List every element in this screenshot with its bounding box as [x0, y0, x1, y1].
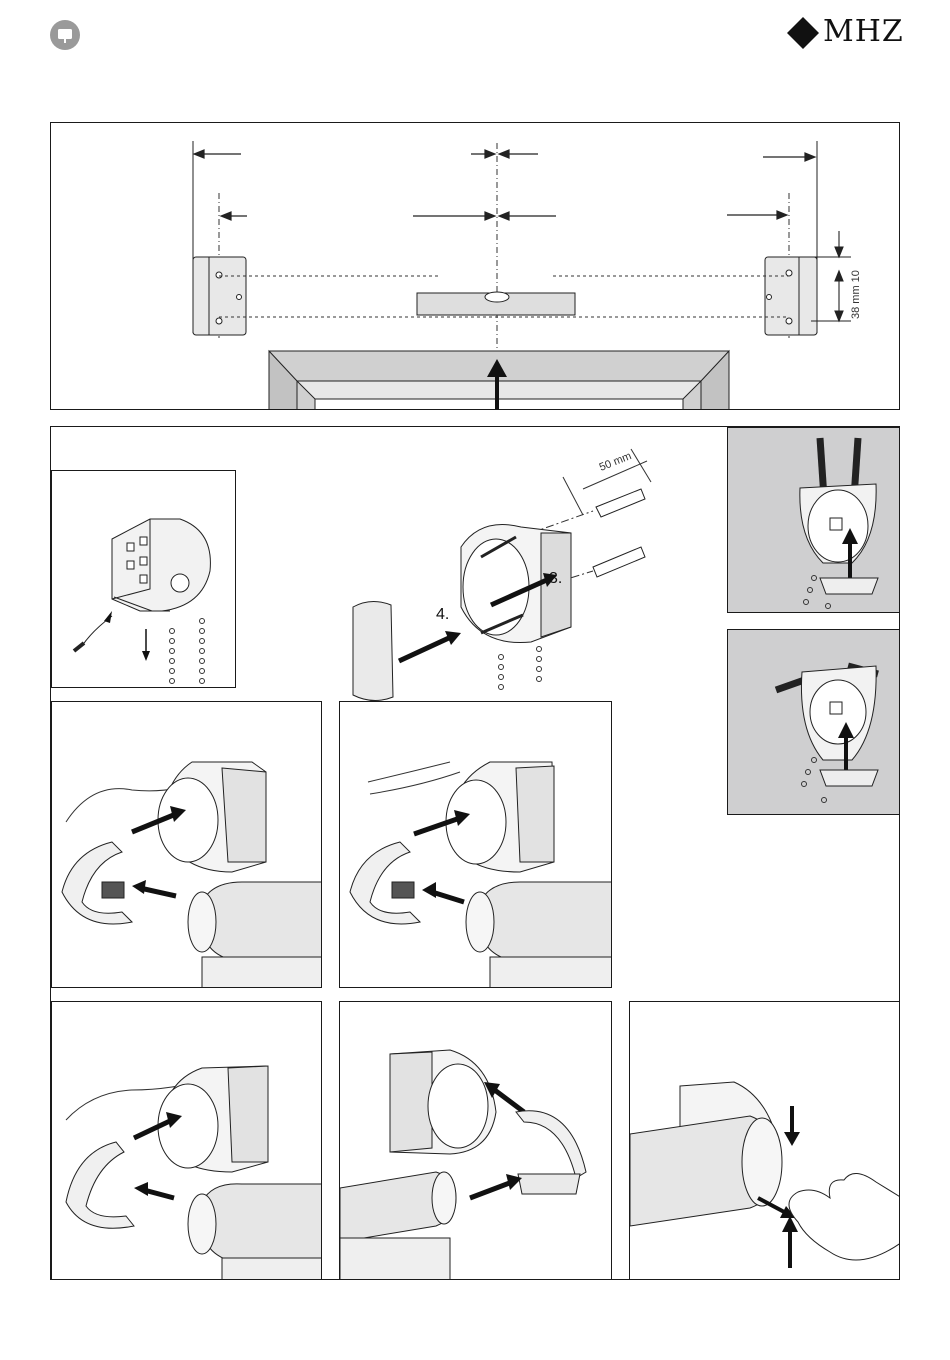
step-4-label: 4. — [436, 606, 449, 623]
motor-attach-panel-2 — [339, 701, 612, 988]
monitor-icon — [50, 20, 80, 50]
step-3-label: 3. — [549, 570, 562, 587]
release-clip-panel — [629, 1001, 900, 1280]
clip-attach-panel-1 — [51, 1001, 322, 1280]
chain-control-inset — [51, 470, 236, 688]
page-badge — [50, 20, 80, 50]
clip-attach-panel-2 — [339, 1001, 612, 1280]
diamond-icon — [786, 16, 820, 50]
bracket-mount-diagram: 50 mm 3. 4. — [331, 437, 691, 707]
motor-attach-panel-1 — [51, 701, 322, 988]
wall-mount-inset — [727, 629, 900, 815]
plug-depth-label: 50 mm — [598, 450, 634, 474]
measurement-diagram: 38 mm 10 — [51, 123, 900, 410]
brand-logo: MHZ — [823, 14, 904, 49]
vertical-dimension-label: 38 mm 10 — [850, 270, 862, 319]
assembly-panel: 50 mm 3. 4. — [50, 426, 900, 1280]
ceiling-mount-inset — [727, 427, 900, 613]
measurement-panel: 38 mm 10 — [50, 122, 900, 410]
